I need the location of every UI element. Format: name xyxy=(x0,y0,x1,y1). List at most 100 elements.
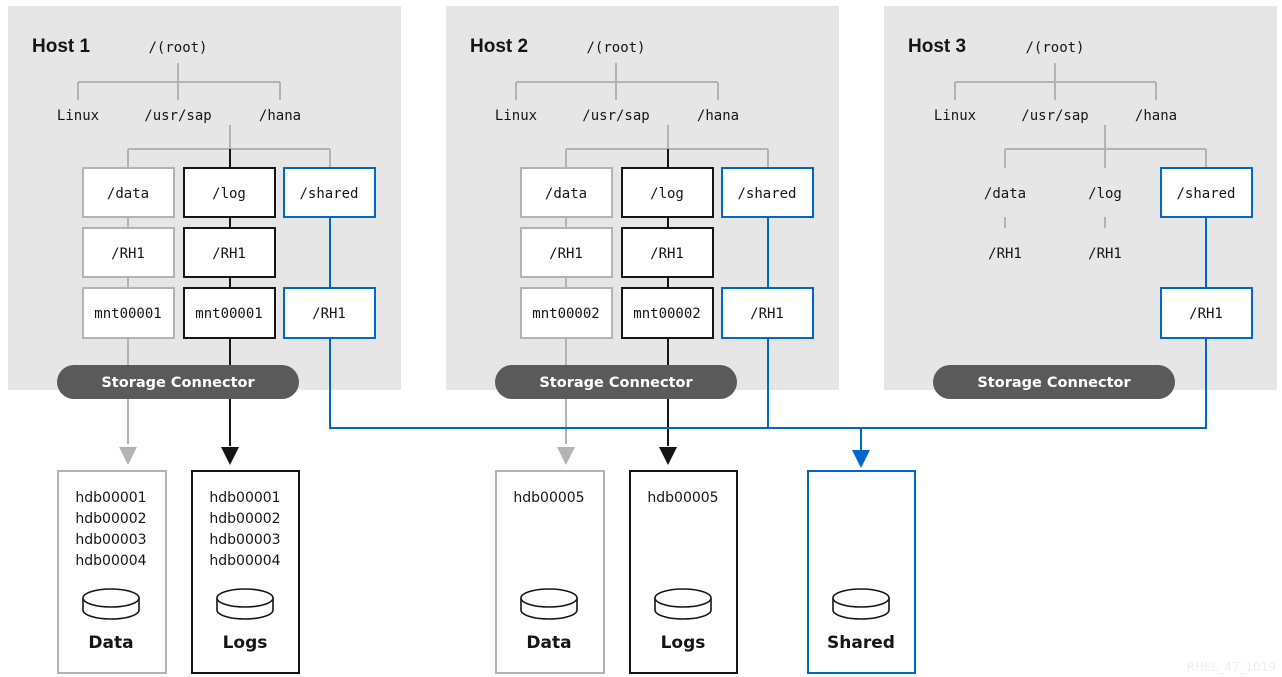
usr-sap-dir-label: /usr/sap xyxy=(1021,108,1088,124)
storage-connector-label: Storage Connector xyxy=(977,375,1131,391)
shared-sid-box xyxy=(1160,287,1253,339)
data-sid-box xyxy=(82,227,175,278)
data-dir-box xyxy=(960,168,1051,217)
host-title: Host 2 xyxy=(470,36,528,57)
disk-icon xyxy=(654,588,712,620)
storage-logs-2: hdb00005 Logs xyxy=(629,470,738,674)
host-3: Host 3 /(root) Linux /usr/sap /hana /dat… xyxy=(908,36,1253,399)
log-dir-label: /log xyxy=(650,186,684,202)
storage-label: Logs xyxy=(661,633,706,653)
shared-sid-box xyxy=(721,287,814,339)
data-sid-label: /RH1 xyxy=(549,246,583,262)
hana-dir-label: /hana xyxy=(697,108,739,124)
log-dir-label: /log xyxy=(212,186,246,202)
root-dir-label: /(root) xyxy=(148,40,207,56)
data-dir-box xyxy=(520,167,613,218)
disk-icon xyxy=(216,588,274,620)
host-1: Host 1 /(root) Linux /usr/sap /hana /dat… xyxy=(32,36,376,446)
storage-box xyxy=(191,470,300,674)
data-dir-label: /data xyxy=(545,186,587,202)
log-sid-box xyxy=(621,227,714,278)
data-arrow-icon xyxy=(557,447,575,465)
log-mnt-label: mnt00001 xyxy=(195,306,262,322)
storage-connector xyxy=(57,365,299,399)
data-sid-label: /RH1 xyxy=(111,246,145,262)
storage-label: Shared xyxy=(827,633,895,653)
volume-label: hdb00004 xyxy=(75,553,146,569)
shared-sid-label: /RH1 xyxy=(750,306,784,322)
log-mnt-box xyxy=(621,287,714,339)
log-dir-box xyxy=(1060,168,1151,217)
data-dir-box xyxy=(82,167,175,218)
linux-dir-label: Linux xyxy=(495,108,537,124)
linux-dir-label: Linux xyxy=(57,108,99,124)
data-sid-box xyxy=(520,227,613,278)
volume-label: hdb00002 xyxy=(75,511,146,527)
shared-sid-label: /RH1 xyxy=(1189,306,1223,322)
usr-sap-dir-label: /usr/sap xyxy=(582,108,649,124)
log-mnt-label: mnt00002 xyxy=(633,306,700,322)
root-dir-label: /(root) xyxy=(586,40,645,56)
shared-sid-box xyxy=(283,287,376,339)
data-arrow-icon xyxy=(119,447,137,465)
data-mnt-label: mnt00002 xyxy=(532,306,599,322)
shared-sid-label: /RH1 xyxy=(312,306,346,322)
shared-dir-box xyxy=(283,167,376,218)
storage-connector xyxy=(495,365,737,399)
log-sid-label: /RH1 xyxy=(212,246,246,262)
root-tree-lines xyxy=(954,63,1207,228)
storage-shared: Shared xyxy=(807,470,916,674)
volume-label: hdb00001 xyxy=(75,490,146,506)
data-mnt-label: mnt00001 xyxy=(94,306,161,322)
volume-label: hdb00003 xyxy=(75,532,146,548)
log-sid-label: /RH1 xyxy=(1088,246,1122,262)
log-dir-box xyxy=(621,167,714,218)
volume-label: hdb00002 xyxy=(209,511,280,527)
disk-icon xyxy=(82,588,140,620)
linux-dir-label: Linux xyxy=(934,108,976,124)
log-mnt-box xyxy=(183,287,276,339)
hana-dir-label: /hana xyxy=(1135,108,1177,124)
storage-data-1: hdb00001 hdb00002 hdb00003 hdb00004 Data xyxy=(57,470,167,674)
host-title: Host 1 xyxy=(32,36,91,57)
storage-connector xyxy=(933,365,1175,399)
volume-label: hdb00001 xyxy=(209,490,280,506)
shared-dir-label: /shared xyxy=(299,186,358,202)
storage-label: Data xyxy=(88,633,133,653)
volume-label: hdb00005 xyxy=(647,490,718,506)
storage-logs-1: hdb00001 hdb00002 hdb00003 hdb00004 Logs xyxy=(191,470,300,674)
shared-dir-box xyxy=(1160,167,1253,218)
storage-box xyxy=(807,470,916,674)
log-arrow-icon xyxy=(221,447,239,465)
shared-dir-label: /shared xyxy=(737,186,796,202)
data-mnt-box xyxy=(520,287,613,339)
shared-dir-label: /shared xyxy=(1176,186,1235,202)
storage-box xyxy=(57,470,167,674)
storage-data-2: hdb00005 Data xyxy=(495,470,605,674)
figure-id-watermark: RHEL_47_1019 xyxy=(1187,660,1276,674)
log-dir-box xyxy=(183,167,276,218)
storage-connector-label: Storage Connector xyxy=(539,375,693,391)
log-dir-label: /log xyxy=(1088,186,1122,202)
log-sid-box xyxy=(183,227,276,278)
usr-sap-dir-label: /usr/sap xyxy=(144,108,211,124)
data-sid-label: /RH1 xyxy=(988,246,1022,262)
storage-label: Data xyxy=(526,633,571,653)
storage-box xyxy=(629,470,738,674)
disk-icon xyxy=(520,588,578,620)
storage-connector-label: Storage Connector xyxy=(101,375,255,391)
host-2: Host 2 /(root) Linux /usr/sap /hana /dat… xyxy=(470,36,814,446)
data-dir-label: /data xyxy=(984,186,1026,202)
shared-dir-box xyxy=(721,167,814,218)
host-title: Host 3 xyxy=(908,36,966,57)
log-sid-label: /RH1 xyxy=(650,246,684,262)
volume-label: hdb00004 xyxy=(209,553,280,569)
disk-icon xyxy=(832,588,890,620)
storage-box xyxy=(495,470,605,674)
volume-label: hdb00005 xyxy=(513,490,584,506)
root-dir-label: /(root) xyxy=(1025,40,1084,56)
storage-label: Logs xyxy=(223,633,268,653)
log-arrow-icon xyxy=(659,447,677,465)
data-dir-label: /data xyxy=(107,186,149,202)
